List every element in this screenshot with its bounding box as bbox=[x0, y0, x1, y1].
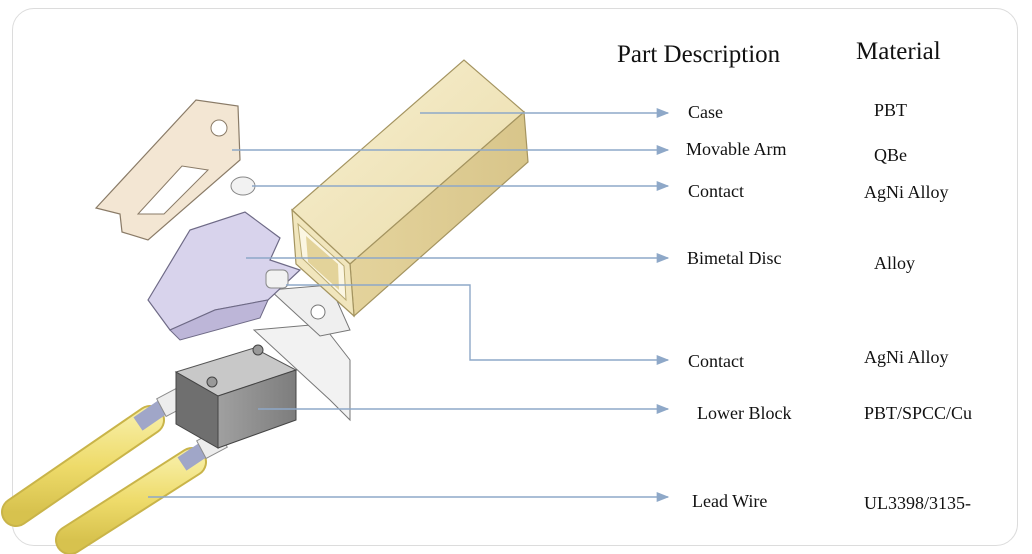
material-case: PBT bbox=[874, 100, 908, 120]
material-movable-arm: QBe bbox=[874, 145, 907, 165]
material-contact-upper: AgNi Alloy bbox=[864, 182, 949, 202]
case bbox=[291, 59, 529, 318]
leader-contact-lower bbox=[286, 284, 670, 366]
upper-contact bbox=[230, 176, 256, 196]
material-lower-block: PBT/SPCC/Cu bbox=[864, 403, 973, 423]
movable-arm bbox=[94, 99, 241, 241]
part-label-lead-wire: Lead Wire bbox=[692, 491, 768, 511]
part-label-case: Case bbox=[688, 102, 723, 122]
part-label-contact-upper: Contact bbox=[688, 181, 744, 201]
leader-lines bbox=[148, 107, 670, 503]
part-label-movable-arm: Movable Arm bbox=[686, 139, 787, 159]
material-lead-wire: UL3398/3135- bbox=[864, 493, 971, 513]
header-part-description: Part Description bbox=[617, 41, 781, 68]
part-label-contact-lower: Contact bbox=[688, 351, 744, 371]
lower-contact bbox=[265, 269, 289, 289]
material-contact-lower: AgNi Alloy bbox=[864, 347, 949, 367]
lower-block bbox=[174, 284, 351, 449]
part-label-lower-block: Lower Block bbox=[697, 403, 792, 423]
bimetal-disc bbox=[147, 211, 302, 341]
header-material: Material bbox=[856, 38, 941, 65]
part-label-bimetal-disc: Bimetal Disc bbox=[687, 248, 782, 268]
material-bimetal-disc: Alloy bbox=[874, 253, 916, 273]
